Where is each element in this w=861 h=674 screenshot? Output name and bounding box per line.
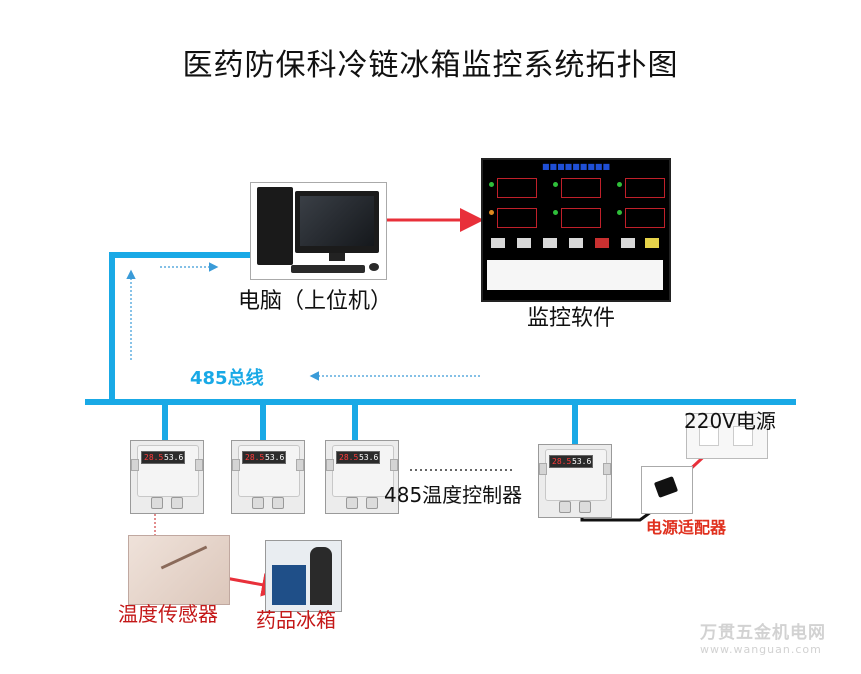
fridge-label: 药品冰箱 — [256, 608, 336, 632]
outlet-icon — [699, 426, 719, 446]
software-screenshot: ■■■■■■■■■ — [481, 158, 671, 302]
diagram-title: 医药防保科冷链冰箱监控系统拓扑图 — [182, 48, 679, 83]
keyboard — [291, 265, 365, 273]
power-socket — [686, 413, 768, 459]
person-icon — [310, 547, 332, 605]
probe-icon — [160, 545, 208, 570]
power-label: 220V电源 — [684, 409, 776, 433]
outlet-icon — [733, 426, 753, 446]
sensor-label: 温度传感器 — [118, 602, 218, 626]
power-adapter-image — [641, 466, 693, 514]
mouse — [369, 263, 379, 271]
bus-label: 485总线 — [190, 368, 264, 389]
fridge-icon — [272, 565, 306, 605]
pc-tower — [257, 187, 293, 265]
monitor — [295, 191, 379, 253]
software-label: 监控软件 — [527, 306, 616, 331]
watermark: 万贯五金机电网 www.wanguan.com — [700, 623, 826, 656]
pc-label: 电脑（上位机） — [238, 289, 393, 314]
bus-to-pc-line — [109, 252, 250, 402]
medicine-fridge-image — [265, 540, 342, 612]
temperature-sensor-image — [128, 535, 230, 605]
controller-label: 485温度控制器 — [384, 483, 523, 507]
adapter-icon — [653, 476, 679, 498]
adapter-label: 电源适配器 — [646, 518, 727, 537]
computer-image — [250, 182, 387, 280]
